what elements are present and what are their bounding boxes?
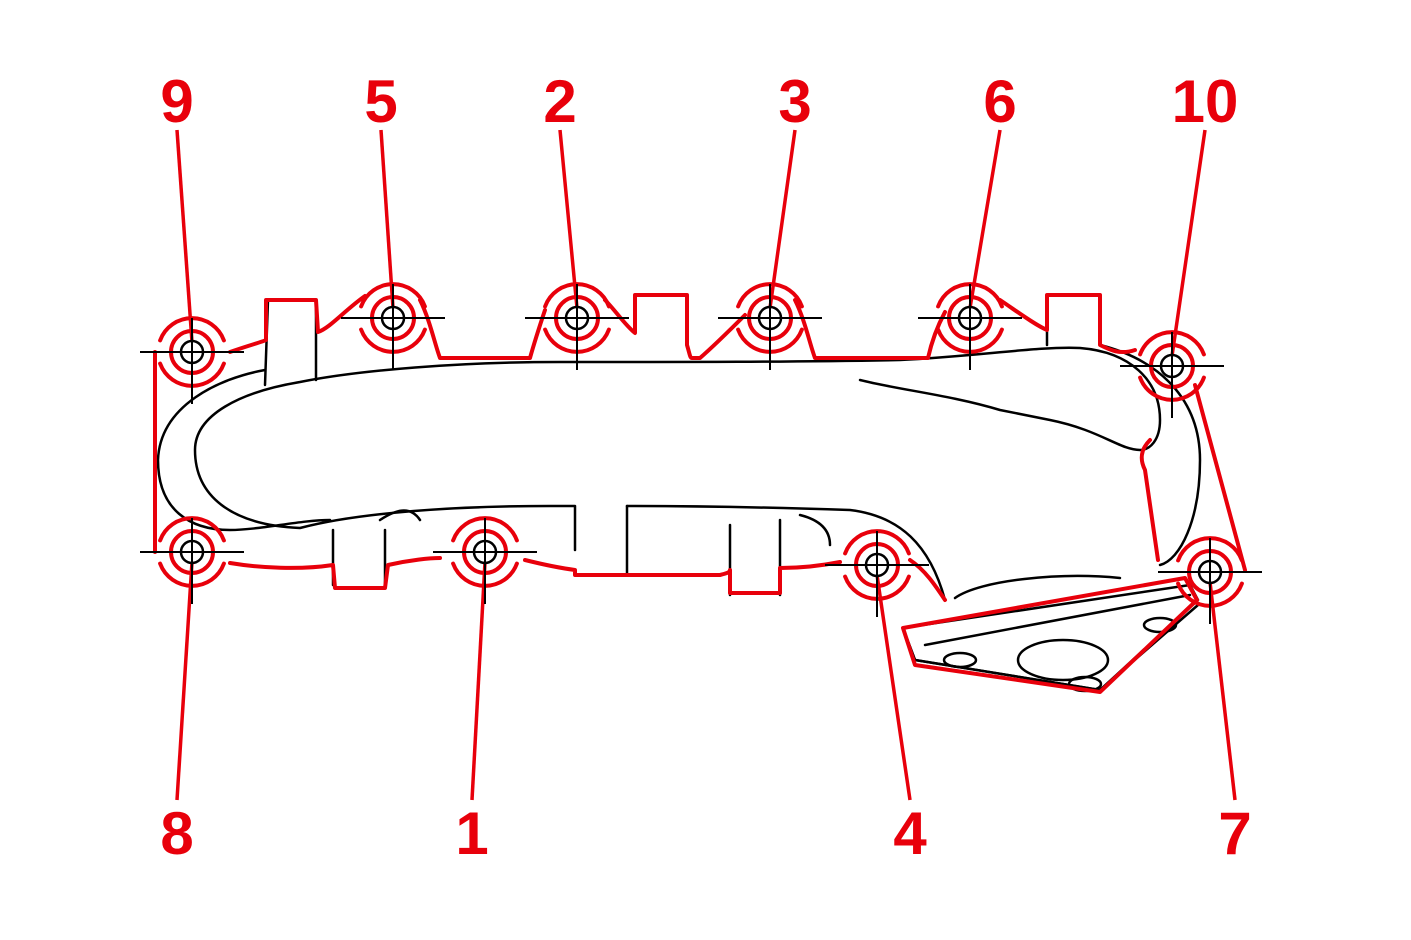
bolt-label-10: 10 xyxy=(1172,68,1239,135)
bolt-8 xyxy=(140,516,244,801)
leader-line-6 xyxy=(968,129,1002,309)
bolt-label-4: 4 xyxy=(893,800,927,867)
bolt-7 xyxy=(1158,536,1262,801)
bolt-label-6: 6 xyxy=(983,68,1016,135)
bolt-label-8: 8 xyxy=(160,800,193,867)
bolt-label-7: 7 xyxy=(1218,800,1251,867)
leader-line-9 xyxy=(175,129,194,343)
bolt-10 xyxy=(1120,129,1224,418)
leader-line-3 xyxy=(768,129,797,309)
bolt-3 xyxy=(718,129,822,370)
manifold-inner-outline xyxy=(156,298,1202,693)
bolt-label-1: 1 xyxy=(455,800,488,867)
bolts-layer xyxy=(140,129,1262,801)
bolt-label-9: 9 xyxy=(160,68,193,135)
bolt-label-2: 2 xyxy=(543,68,576,135)
bolt-6 xyxy=(918,129,1022,370)
bolt-labels: 9 5 2 3 6 10 8 1 4 7 xyxy=(160,68,1251,867)
bolt-label-5: 5 xyxy=(364,68,397,135)
manifold-outer-outline xyxy=(153,293,1247,694)
leader-line-10 xyxy=(1170,129,1207,357)
bolt-5 xyxy=(341,129,445,370)
outlet-flange xyxy=(901,574,1200,693)
bolt-4 xyxy=(825,529,929,801)
leader-line-7 xyxy=(1208,581,1237,801)
bolt-2 xyxy=(525,129,629,370)
leader-line-2 xyxy=(558,129,579,309)
leader-line-1 xyxy=(470,561,487,801)
leader-line-8 xyxy=(175,561,194,801)
leader-line-5 xyxy=(379,129,395,309)
leader-line-4 xyxy=(875,574,912,801)
bolt-1 xyxy=(433,516,537,801)
bolt-9 xyxy=(140,129,244,404)
bolt-label-3: 3 xyxy=(778,68,811,135)
